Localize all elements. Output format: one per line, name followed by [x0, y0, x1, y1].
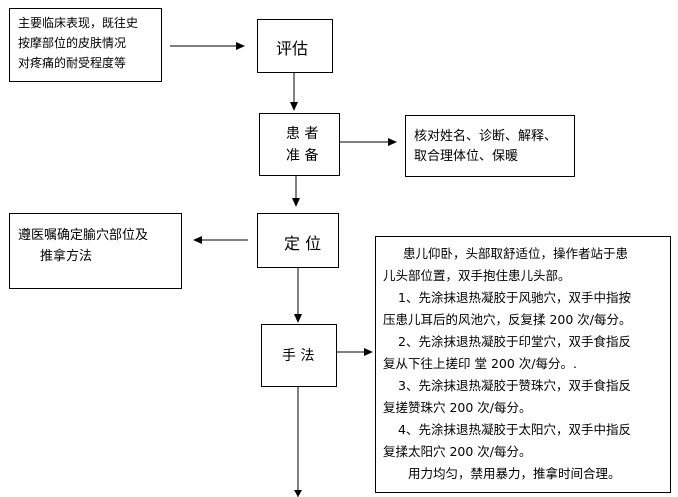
method-node: 手 法 — [261, 324, 337, 387]
detail-line: 4、先涂抹退热凝胶于太阳穴，双手中指反 — [398, 422, 631, 437]
detail-line: 复搓赞珠穴 200 次/每分。 — [383, 400, 532, 415]
order-line: 推拿方法 — [40, 249, 93, 264]
assess-label: 评估 — [276, 39, 309, 58]
arrow-method-down-head — [294, 490, 302, 497]
context-line: 主要临床表现，既往史 — [18, 16, 139, 30]
check-line: 核对姓名、诊断、解释、 — [414, 129, 558, 144]
method-detail-box: 患儿仰卧，头部取舒适位，操作者站于患 儿头部位置，双手抱住患儿头部。 1、先涂抹… — [375, 236, 671, 493]
detail-line: 3、先涂抹退热凝胶于赞珠穴，双手食指反 — [398, 378, 631, 393]
detail-line: 2、先涂抹退热凝胶于印堂穴，双手食指反 — [398, 334, 631, 349]
locate-node: 定 位 — [257, 213, 339, 268]
check-box: 核对姓名、诊断、解释、 取合理体位、保暖 — [405, 115, 575, 177]
detail-line: 压患儿耳后的风池穴，反复揉 200 次/每分。 — [383, 312, 632, 327]
context-box: 主要临床表现，既往史 按摩部位的皮肤情况 对疼痛的耐受程度等 — [9, 8, 162, 82]
detail-line: 复从下往上搓印 堂 200 次/每分。. — [383, 356, 577, 371]
patient-label-line2: 准 备 — [286, 148, 319, 164]
detail-line: 用力均匀，禁用暴力，推拿时间合理。 — [408, 466, 621, 481]
order-line: 遵医嘱确定腧穴部位及 — [18, 228, 149, 243]
context-line: 按摩部位的皮肤情况 — [18, 36, 127, 50]
method-label: 手 法 — [282, 348, 315, 364]
detail-line: 患儿仰卧，头部取舒适位，操作者站于患 — [403, 246, 629, 261]
context-line: 对疼痛的耐受程度等 — [18, 56, 127, 70]
detail-line: 复揉太阳穴 200 次/每分。 — [383, 444, 532, 459]
doctor-order-box: 遵医嘱确定腧穴部位及 推拿方法 — [9, 213, 182, 289]
assess-node: 评估 — [257, 19, 333, 73]
detail-line: 儿头部位置，双手抱住患儿头部。 — [383, 268, 571, 283]
detail-line: 1、先涂抹退热凝胶于风驰穴，双手中指按 — [398, 290, 631, 305]
patient-prep-node: 患 者 准 备 — [259, 113, 340, 176]
patient-label-line1: 患 者 — [286, 126, 319, 142]
locate-label: 定 位 — [284, 234, 322, 253]
check-line: 取合理体位、保暖 — [414, 149, 519, 164]
